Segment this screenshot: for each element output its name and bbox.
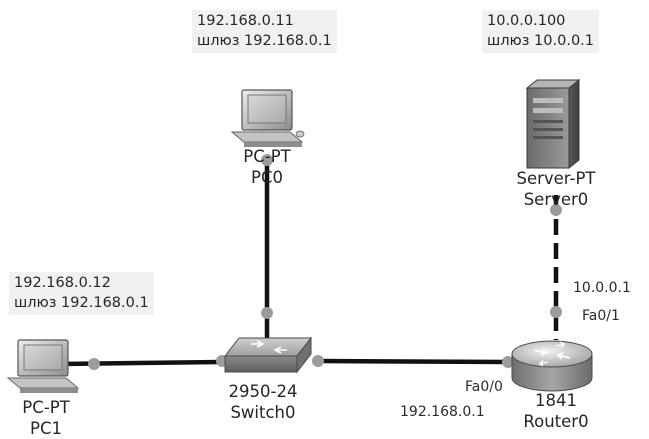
links xyxy=(59,158,559,367)
link-light xyxy=(550,204,562,216)
pc1-icon[interactable] xyxy=(6,339,80,393)
pc0-address-note: 192.168.0.11 шлюз 192.168.0.1 xyxy=(192,10,337,53)
link-light xyxy=(502,356,514,368)
link-light xyxy=(312,355,324,367)
link-light xyxy=(261,154,273,166)
server0-icon[interactable] xyxy=(525,78,581,170)
pc1-model-text: PC-PT xyxy=(22,398,70,417)
pc0-gateway-text: шлюз 192.168.0.1 xyxy=(197,33,332,49)
switch0-model-text: 2950-24 xyxy=(228,382,298,401)
pc0-model-text: PC-PT xyxy=(243,147,291,166)
link-light xyxy=(261,307,273,319)
switch0-label: 2950-24 Switch0 xyxy=(229,381,298,423)
router0-model-text: 1841 xyxy=(535,391,577,410)
pc1-gateway-text: шлюз 192.168.0.1 xyxy=(14,295,149,311)
router0-fa00-ip-label: 192.168.0.1 xyxy=(398,403,487,421)
link-light xyxy=(88,358,100,370)
server0-ip-text: 10.0.0.100 xyxy=(487,13,566,29)
server0-label: Server-PT Server0 xyxy=(516,168,595,210)
link-switch0-router0[interactable] xyxy=(317,358,516,365)
router0-fa00-port-label: Fa0/0 xyxy=(463,378,505,396)
pc1-label: PC-PT PC1 xyxy=(22,397,69,439)
pc0-ip-text: 192.168.0.11 xyxy=(197,13,294,29)
pc0-label: PC-PT PC0 xyxy=(243,146,290,188)
pc1-ip-text: 192.168.0.12 xyxy=(14,275,111,291)
link-light xyxy=(550,306,562,318)
server0-name-text: Server0 xyxy=(523,190,589,209)
link-pc1-switch0[interactable] xyxy=(59,359,223,367)
router0-label: 1841 Router0 xyxy=(523,390,588,432)
router0-fa01-ip-label: 10.0.0.1 xyxy=(571,279,633,297)
server0-gateway-text: шлюз 10.0.0.1 xyxy=(487,33,595,49)
pc0-icon[interactable] xyxy=(230,89,305,147)
server0-model-text: Server-PT xyxy=(516,169,596,188)
server0-address-note: 10.0.0.100 шлюз 10.0.0.1 xyxy=(482,10,600,53)
router0-icon[interactable] xyxy=(511,340,593,392)
pc1-address-note: 192.168.0.12 шлюз 192.168.0.1 xyxy=(9,272,154,315)
router0-fa01-port-label: Fa0/1 xyxy=(580,307,622,325)
pc0-name-text: PC0 xyxy=(251,168,283,187)
link-lights xyxy=(88,154,562,370)
router0-name-text: Router0 xyxy=(523,412,589,431)
switch0-name-text: Switch0 xyxy=(230,403,296,422)
pc1-name-text: PC1 xyxy=(30,419,62,438)
switch0-icon[interactable] xyxy=(223,336,313,374)
